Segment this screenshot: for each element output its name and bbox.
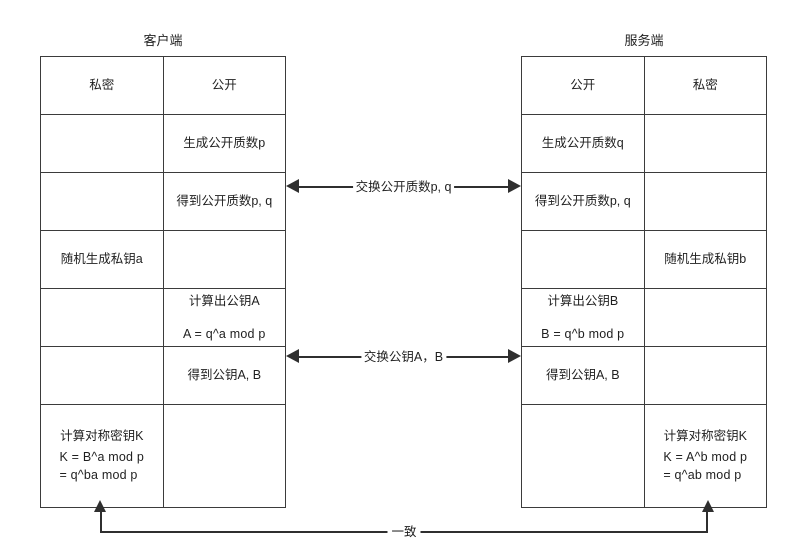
arrow-head-up-right-icon xyxy=(702,500,714,512)
cell-text: 计算对称密钥K xyxy=(663,428,747,443)
cell-text: 得到公钥A, B xyxy=(545,368,620,383)
server-cell-private-r2 xyxy=(643,172,767,231)
cell-formula-line1: K = B^a mod p xyxy=(59,449,145,464)
table-row: 得到公钥A, B xyxy=(40,346,286,405)
client-party-title: 客户端 xyxy=(143,33,183,48)
cell-formula-line1: K = A^b mod p xyxy=(663,449,748,464)
server-cell-public-r2: 得到公开质数p, q xyxy=(521,172,645,231)
arrow-head-left-icon xyxy=(286,179,299,193)
arrow-head-up-left-icon xyxy=(94,500,106,512)
cell-text: 公开 xyxy=(211,78,237,93)
server-cell-private-r5 xyxy=(643,346,767,405)
client-cell-private-r2 xyxy=(40,172,164,231)
server-cell-public-r1: 生成公开质数q xyxy=(521,114,645,173)
client-cell-public-r1: 生成公开质数p xyxy=(162,114,286,173)
consistency-bracket: 一致 xyxy=(94,500,714,540)
exchange-primes-label: 交换公开质数p, q xyxy=(352,176,455,195)
table-row: 随机生成私钥a xyxy=(40,230,286,289)
table-row: 计算对称密钥K K = B^a mod p = q^ba mod p xyxy=(40,404,286,508)
server-cell-private-r4 xyxy=(643,288,767,347)
server-party-title: 服务端 xyxy=(624,33,664,48)
client-cell-public-r3 xyxy=(162,230,286,289)
arrow-head-left-icon xyxy=(286,349,299,363)
client-cell-public-r2: 得到公开质数p, q xyxy=(162,172,286,231)
client-cell-private-r1 xyxy=(40,114,164,173)
client-cell-private-r3: 随机生成私钥a xyxy=(40,230,164,289)
table-row: 得到公开质数p, q xyxy=(40,172,286,231)
client-cell-private-r4 xyxy=(40,288,164,347)
table-row: 随机生成私钥b xyxy=(521,230,767,289)
client-header-public: 公开 xyxy=(162,56,286,115)
table-row: 计算对称密钥K K = A^b mod p = q^ab mod p xyxy=(521,404,767,508)
cell-formula-line2: = q^ba mod p xyxy=(59,468,138,483)
table-row: 得到公开质数p, q xyxy=(521,172,767,231)
server-cell-public-r4: 计算出公钥B B = q^b mod p xyxy=(521,288,645,347)
table-row: 计算出公钥B B = q^b mod p xyxy=(521,288,767,347)
bracket-riser-left xyxy=(100,507,102,533)
cell-text: 生成公开质数p xyxy=(183,136,266,151)
table-row: 生成公开质数p xyxy=(40,114,286,173)
cell-text: 计算出公钥A xyxy=(188,293,260,308)
cell-text: 得到公钥A, B xyxy=(187,368,262,383)
exchange-primes-arrow: 交换公开质数p, q xyxy=(286,176,521,196)
arrow-head-right-icon xyxy=(508,349,521,363)
client-table: 私密 公开 生成公开质数p xyxy=(40,56,286,508)
consistency-label: 一致 xyxy=(387,521,421,540)
table-row: 公开 私密 xyxy=(521,56,767,115)
server-cell-private-r6: 计算对称密钥K K = A^b mod p = q^ab mod p xyxy=(643,404,767,508)
bracket-riser-right xyxy=(706,507,708,533)
exchange-keys-arrow: 交换公钥A，B xyxy=(286,346,521,366)
cell-text: 私密 xyxy=(692,78,718,93)
server-header-public: 公开 xyxy=(521,56,645,115)
server-cell-public-r3 xyxy=(521,230,645,289)
cell-text: 得到公开质数p, q xyxy=(534,194,631,209)
server-header-private: 私密 xyxy=(643,56,767,115)
cell-text: 计算对称密钥K xyxy=(60,428,144,443)
cell-text: 计算出公钥B xyxy=(547,293,619,308)
server-cell-public-r6 xyxy=(521,404,645,508)
cell-text: 随机生成私钥b xyxy=(664,252,747,267)
server-cell-private-r3: 随机生成私钥b xyxy=(643,230,767,289)
cell-text: 随机生成私钥a xyxy=(60,252,143,267)
client-cell-public-r6 xyxy=(162,404,286,508)
table-row: 得到公钥A, B xyxy=(521,346,767,405)
server-cell-private-r1 xyxy=(643,114,767,173)
client-cell-public-r4: 计算出公钥A A = q^a mod p xyxy=(162,288,286,347)
table-row: 生成公开质数q xyxy=(521,114,767,173)
client-cell-public-r5: 得到公钥A, B xyxy=(162,346,286,405)
client-header-private: 私密 xyxy=(40,56,164,115)
client-cell-private-r6: 计算对称密钥K K = B^a mod p = q^ba mod p xyxy=(40,404,164,508)
cell-formula: A = q^a mod p xyxy=(183,326,266,341)
table-row: 私密 公开 xyxy=(40,56,286,115)
server-cell-public-r5: 得到公钥A, B xyxy=(521,346,645,405)
cell-text: 生成公开质数q xyxy=(541,136,624,151)
server-table: 公开 私密 生成公开质数q xyxy=(521,56,767,508)
cell-formula: B = q^b mod p xyxy=(541,326,625,341)
cell-formula-line2: = q^ab mod p xyxy=(663,468,742,483)
exchange-keys-label: 交换公钥A，B xyxy=(360,346,447,365)
cell-text: 得到公开质数p, q xyxy=(176,194,273,209)
cell-text: 公开 xyxy=(570,78,596,93)
table-row: 计算出公钥A A = q^a mod p xyxy=(40,288,286,347)
arrow-head-right-icon xyxy=(508,179,521,193)
client-cell-private-r5 xyxy=(40,346,164,405)
cell-text: 私密 xyxy=(89,78,115,93)
